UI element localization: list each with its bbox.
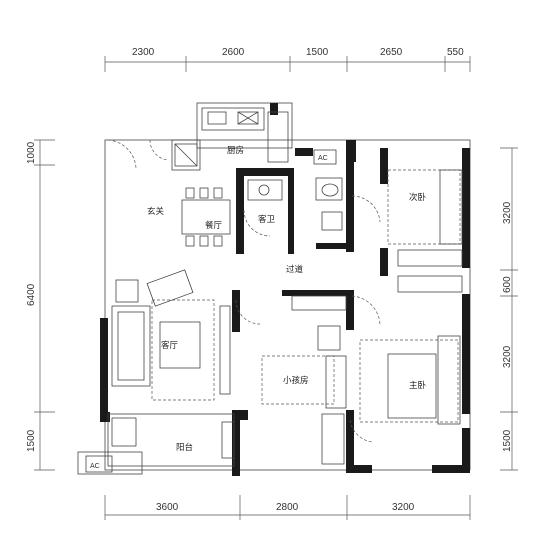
master-bedroom-furniture	[321, 335, 461, 465]
ac-unit-top: AC	[313, 149, 337, 165]
dim-right-4: 1500	[502, 429, 513, 452]
dim-left-2: 6400	[26, 283, 37, 306]
dining-table	[181, 187, 231, 247]
walls	[100, 103, 470, 476]
room-kitchen: 厨房	[227, 145, 244, 156]
second-bedroom-fixtures	[387, 169, 463, 293]
dim-left-1: 1000	[26, 141, 37, 164]
right-dimension-chain: 3200 600 3200 1500	[500, 147, 518, 471]
door-swings	[107, 139, 381, 443]
balcony-fixtures	[77, 413, 235, 475]
kids-room-furniture	[261, 295, 347, 409]
room-guest-bath: 客卫	[258, 214, 276, 225]
room-second-bedroom: 次卧	[409, 192, 427, 203]
dim-top-5: 550	[447, 47, 464, 58]
room-kids: 小孩房	[283, 375, 309, 386]
dim-top-4: 2650	[380, 47, 403, 58]
room-master-bedroom: 主卧	[409, 380, 427, 391]
room-corridor: 过道	[286, 264, 304, 275]
room-balcony: 阳台	[176, 442, 193, 453]
dim-right-2: 600	[502, 276, 513, 293]
room-entrance: 玄关	[147, 206, 165, 217]
room-dining: 餐厅	[205, 221, 223, 231]
outer-outline	[104, 102, 471, 471]
dim-right-1: 3200	[502, 201, 513, 224]
dim-bottom-3: 3200	[392, 502, 415, 513]
ac-top-label: AC	[318, 155, 328, 162]
dim-right-3: 3200	[502, 345, 513, 368]
dim-top-3: 1500	[306, 47, 329, 58]
ac-unit-left: AC	[85, 455, 113, 473]
room-labels: 厨房 玄关 餐厅 客卫 次卧 过道 客厅 小孩房 主卧 阳台	[147, 145, 427, 453]
dim-top-2: 2600	[222, 47, 245, 58]
dim-bottom-2: 2800	[276, 502, 299, 513]
dim-left-3: 1500	[26, 429, 37, 452]
living-furniture	[111, 269, 231, 401]
top-dimension-chain: 2300 2600 1500 2650 550	[104, 47, 471, 72]
ac-left-label: AC	[90, 463, 100, 470]
kitchen-fixtures	[174, 107, 289, 167]
bottom-dimension-chain: 3600 2800 3200	[104, 495, 471, 520]
dim-bottom-1: 3600	[156, 502, 179, 513]
room-living: 客厅	[161, 340, 179, 351]
dim-top-1: 2300	[132, 47, 155, 58]
guest-bath-fixtures	[247, 177, 343, 231]
left-dimension-chain: 1000 6400 1500	[26, 139, 55, 471]
